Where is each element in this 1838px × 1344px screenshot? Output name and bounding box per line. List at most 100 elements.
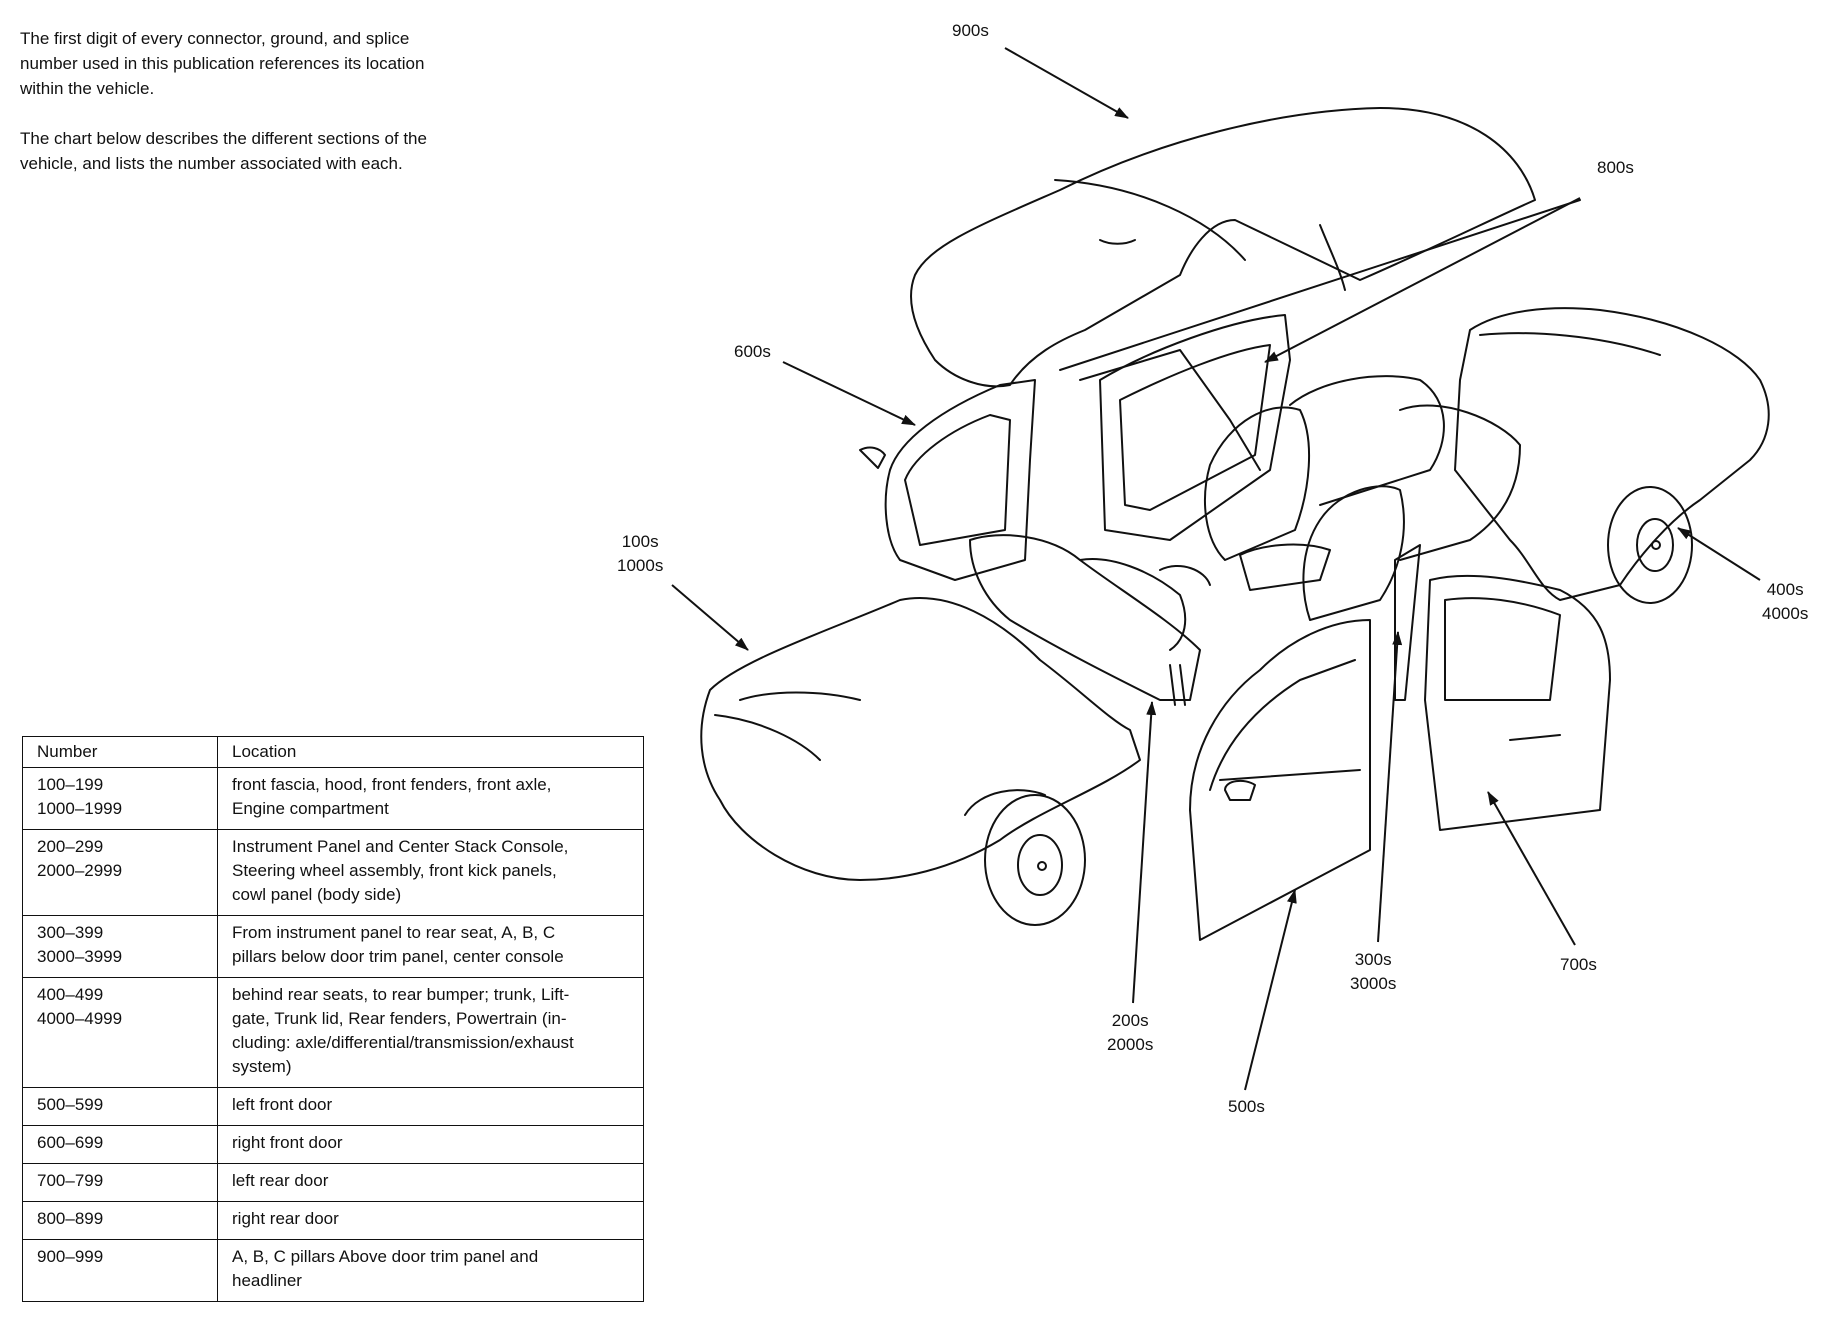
number-range: 400–499 (37, 985, 104, 1004)
cell-number: 300–399 3000–3999 (22, 915, 218, 978)
location-text: system) (232, 1057, 292, 1076)
number-range: 900–999 (37, 1247, 104, 1266)
number-range: 200–299 (37, 837, 104, 856)
location-text: Engine compartment (232, 799, 389, 818)
callout-900: 900s (952, 19, 989, 43)
location-text: Steering wheel assembly, front kick pane… (232, 861, 557, 880)
table-row: 700–799 left rear door (22, 1163, 644, 1202)
location-text: left front door (232, 1095, 333, 1114)
cell-location: right rear door (217, 1201, 644, 1240)
table-header-row: Number Location (22, 736, 644, 768)
intro-line: vehicle, and lists the number associated… (20, 154, 403, 173)
callout-label: 700s (1560, 955, 1597, 974)
callout-700: 700s (1560, 953, 1597, 977)
callout-100: 100s 1000s (617, 530, 663, 578)
arrow-600 (782, 361, 916, 426)
intro-line: The chart below describes the different … (20, 129, 427, 148)
callout-label: 600s (734, 342, 771, 361)
location-text: Instrument Panel and Center Stack Consol… (232, 837, 569, 856)
location-text: A, B, C pillars Above door trim panel an… (232, 1247, 539, 1266)
table-row: 800–899 right rear door (22, 1201, 644, 1240)
callout-label: 1000s (617, 556, 664, 575)
callout-500: 500s (1228, 1095, 1265, 1119)
callout-label: 100s (621, 532, 659, 551)
number-range: 600–699 (37, 1133, 104, 1152)
location-text: front fascia, hood, front fenders, front… (232, 775, 552, 794)
callout-300: 300s 3000s (1350, 948, 1396, 996)
header-location: Location (217, 736, 644, 768)
cell-location: left rear door (217, 1163, 644, 1202)
number-range: 1000–1999 (37, 799, 123, 818)
cell-location: behind rear seats, to rear bumper; trunk… (217, 977, 644, 1088)
cell-location: left front door (217, 1087, 644, 1126)
callout-arrows (671, 47, 1761, 1091)
location-text: gate, Trunk lid, Rear fenders, Powertrai… (232, 1009, 567, 1028)
vehicle-exploded-view (700, 107, 1770, 941)
number-range: 4000–4999 (37, 1009, 123, 1028)
number-range: 700–799 (37, 1171, 104, 1190)
callout-800: 800s (1597, 156, 1634, 180)
cell-location: A, B, C pillars Above door trim panel an… (217, 1239, 644, 1302)
table-row: 500–599 left front door (22, 1087, 644, 1126)
arrow-200 (1132, 701, 1157, 1004)
table-row: 300–399 3000–3999 From instrument panel to… (22, 915, 644, 978)
front-hood-fender (700, 597, 1141, 926)
cell-number: 500–599 (22, 1087, 218, 1126)
left-front-door (1189, 619, 1371, 941)
arrow-900 (1004, 47, 1129, 119)
callout-label: 200s (1111, 1011, 1149, 1030)
callout-label: 4000s (1762, 604, 1809, 623)
intro-line: within the vehicle. (20, 79, 155, 98)
location-text: right rear door (232, 1209, 339, 1228)
trunk-rear-section (1454, 307, 1770, 604)
callout-label: 3000s (1350, 974, 1397, 993)
cell-location: Instrument Panel and Center Stack Consol… (217, 829, 644, 916)
intro-line: number used in this publication referenc… (20, 54, 425, 73)
number-range: 500–599 (37, 1095, 104, 1114)
cell-location: From instrument panel to rear seat, A, B… (217, 915, 644, 978)
location-text: left rear door (232, 1171, 329, 1190)
arrow-700 (1487, 791, 1576, 946)
roof-panel (910, 107, 1536, 388)
body-side-panel (1059, 199, 1581, 471)
right-front-door (859, 379, 1036, 581)
cell-number: 400–499 4000–4999 (22, 977, 218, 1088)
header-number: Number (22, 736, 218, 768)
callout-label: 900s (952, 21, 989, 40)
intro-paragraph-1: The first digit of every connector, grou… (20, 26, 520, 101)
arrow-100 (671, 584, 749, 651)
cell-number: 800–899 (22, 1201, 218, 1240)
location-text: From instrument panel to rear seat, A, B… (232, 923, 556, 942)
location-text: headliner (232, 1271, 302, 1290)
callout-label: 800s (1597, 158, 1634, 177)
location-text: pillars below door trim panel, center co… (232, 947, 564, 966)
cell-number: 600–699 (22, 1125, 218, 1164)
intro-line: The first digit of every connector, grou… (20, 29, 410, 48)
table-row: 600–699 right front door (22, 1125, 644, 1164)
arrow-400 (1677, 527, 1761, 581)
left-rear-door (1424, 574, 1611, 831)
arrow-800 (1264, 197, 1581, 363)
callout-label: 400s (1766, 580, 1804, 599)
intro-paragraph-2: The chart below describes the different … (20, 126, 520, 176)
callout-label: 2000s (1107, 1035, 1154, 1054)
center-pillar (1394, 544, 1421, 701)
arrow-300 (1377, 631, 1403, 943)
location-text: cowl panel (body side) (232, 885, 402, 904)
number-range: 3000–3999 (37, 947, 123, 966)
location-text: cluding: axle/differential/transmission/… (232, 1033, 574, 1052)
arrow-500 (1244, 889, 1297, 1091)
location-text: behind rear seats, to rear bumper; trunk… (232, 985, 570, 1004)
number-range: 800–899 (37, 1209, 104, 1228)
table-row: 900–999 A, B, C pillars Above door trim p… (22, 1239, 644, 1302)
number-range: 300–399 (37, 923, 104, 942)
callout-600: 600s (734, 340, 771, 364)
table-row: 400–499 4000–4999 behind rear seats, to re… (22, 977, 644, 1088)
cell-location: right front door (217, 1125, 644, 1164)
